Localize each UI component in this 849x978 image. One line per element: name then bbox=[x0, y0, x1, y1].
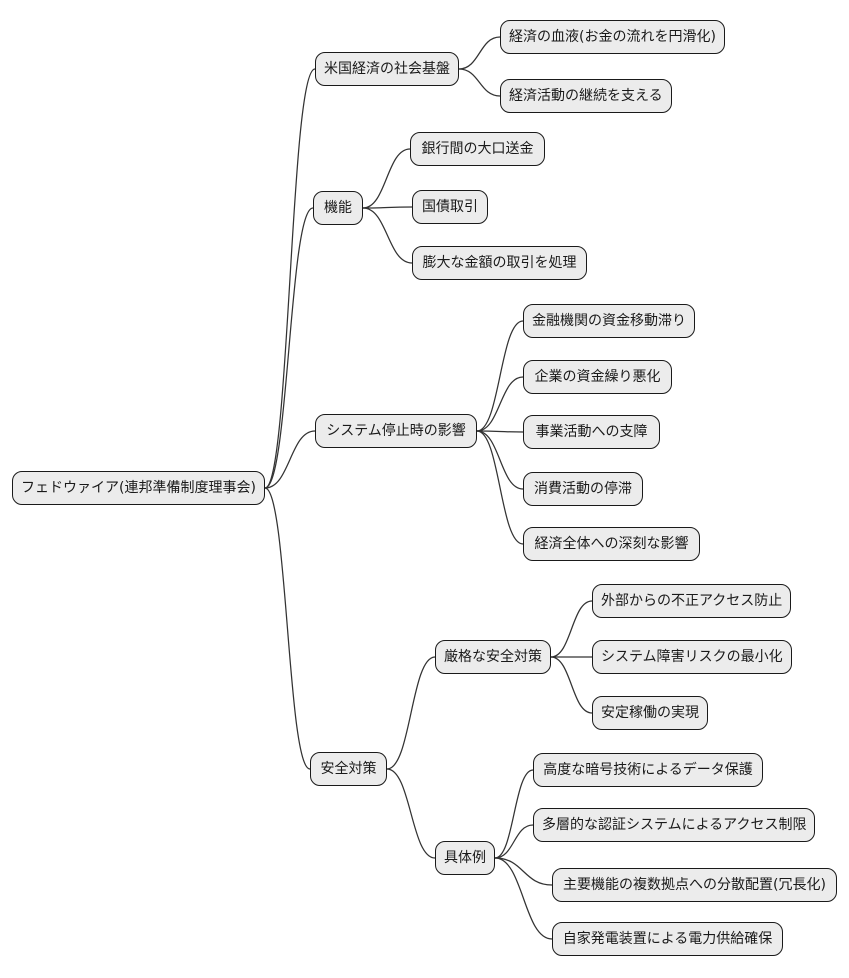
node-business-activity-disruption: 事業活動への支障 bbox=[523, 415, 660, 449]
node-consumption-stagnation: 消費活動の停滞 bbox=[523, 472, 643, 506]
edge-connector bbox=[476, 376, 524, 432]
node-economy-wide-serious-impact: 経済全体への深刻な影響 bbox=[523, 527, 700, 561]
edge-connector bbox=[264, 430, 316, 489]
node-corporate-cashflow-deterioration: 企業の資金繰り悪化 bbox=[523, 360, 672, 394]
edge-connector bbox=[362, 207, 413, 264]
edge-connector bbox=[550, 656, 593, 714]
edge-connector bbox=[476, 430, 524, 490]
edge-connector bbox=[362, 148, 411, 209]
node-stable-operation: 安定稼働の実現 bbox=[592, 696, 708, 730]
node-security-measures: 安全対策 bbox=[310, 752, 387, 786]
edge-connector bbox=[264, 207, 314, 489]
node-us-economy-foundation: 米国経済の社会基盤 bbox=[315, 52, 459, 86]
node-multilayer-authentication-access-control: 多層的な認証システムによるアクセス制限 bbox=[533, 808, 816, 842]
edge-connector bbox=[494, 769, 534, 859]
edge-connector bbox=[264, 487, 311, 770]
edge-connector bbox=[494, 857, 553, 886]
node-unauthorized-access-prevention: 外部からの不正アクセス防止 bbox=[592, 584, 792, 618]
edge-connector bbox=[494, 857, 553, 940]
node-system-failure-risk-minimization: システム障害リスクの最小化 bbox=[592, 640, 792, 674]
node-huge-transaction-processing: 膨大な金額の取引を処理 bbox=[412, 246, 587, 280]
node-economy-blood: 経済の血液(お金の流れを円滑化) bbox=[500, 20, 725, 54]
edge-connector bbox=[476, 430, 524, 433]
node-strict-security: 厳格な安全対策 bbox=[435, 640, 551, 674]
edge-connector bbox=[494, 824, 534, 859]
edge-connector bbox=[386, 656, 436, 770]
node-fedwire-root: フェドウァイア(連邦準備制度理事会) bbox=[12, 471, 265, 505]
edge-connector bbox=[264, 68, 316, 489]
edge-connector bbox=[550, 600, 593, 658]
node-economy-continuity: 経済活動の継続を支える bbox=[500, 79, 672, 113]
edge-connector bbox=[386, 768, 436, 859]
edge-connector bbox=[458, 68, 501, 97]
edge-connector bbox=[458, 36, 501, 70]
edge-connector bbox=[362, 206, 413, 209]
node-functions: 機能 bbox=[313, 191, 363, 225]
node-backup-power-supply: 自家発電装置による電力供給確保 bbox=[552, 922, 783, 956]
node-concrete-examples: 具体例 bbox=[435, 841, 495, 875]
node-government-bond-trading: 国債取引 bbox=[412, 190, 488, 224]
node-encryption-data-protection: 高度な暗号技術によるデータ保護 bbox=[533, 753, 763, 787]
edge-connector bbox=[476, 430, 524, 545]
node-distributed-redundant-sites: 主要機能の複数拠点への分散配置(冗長化) bbox=[552, 868, 837, 902]
node-financial-institution-fund-delay: 金融機関の資金移動滞り bbox=[523, 304, 695, 338]
node-system-outage-impact: システム停止時の影響 bbox=[315, 414, 477, 448]
node-interbank-large-transfer: 銀行間の大口送金 bbox=[410, 132, 545, 166]
edge-connector bbox=[476, 320, 524, 432]
